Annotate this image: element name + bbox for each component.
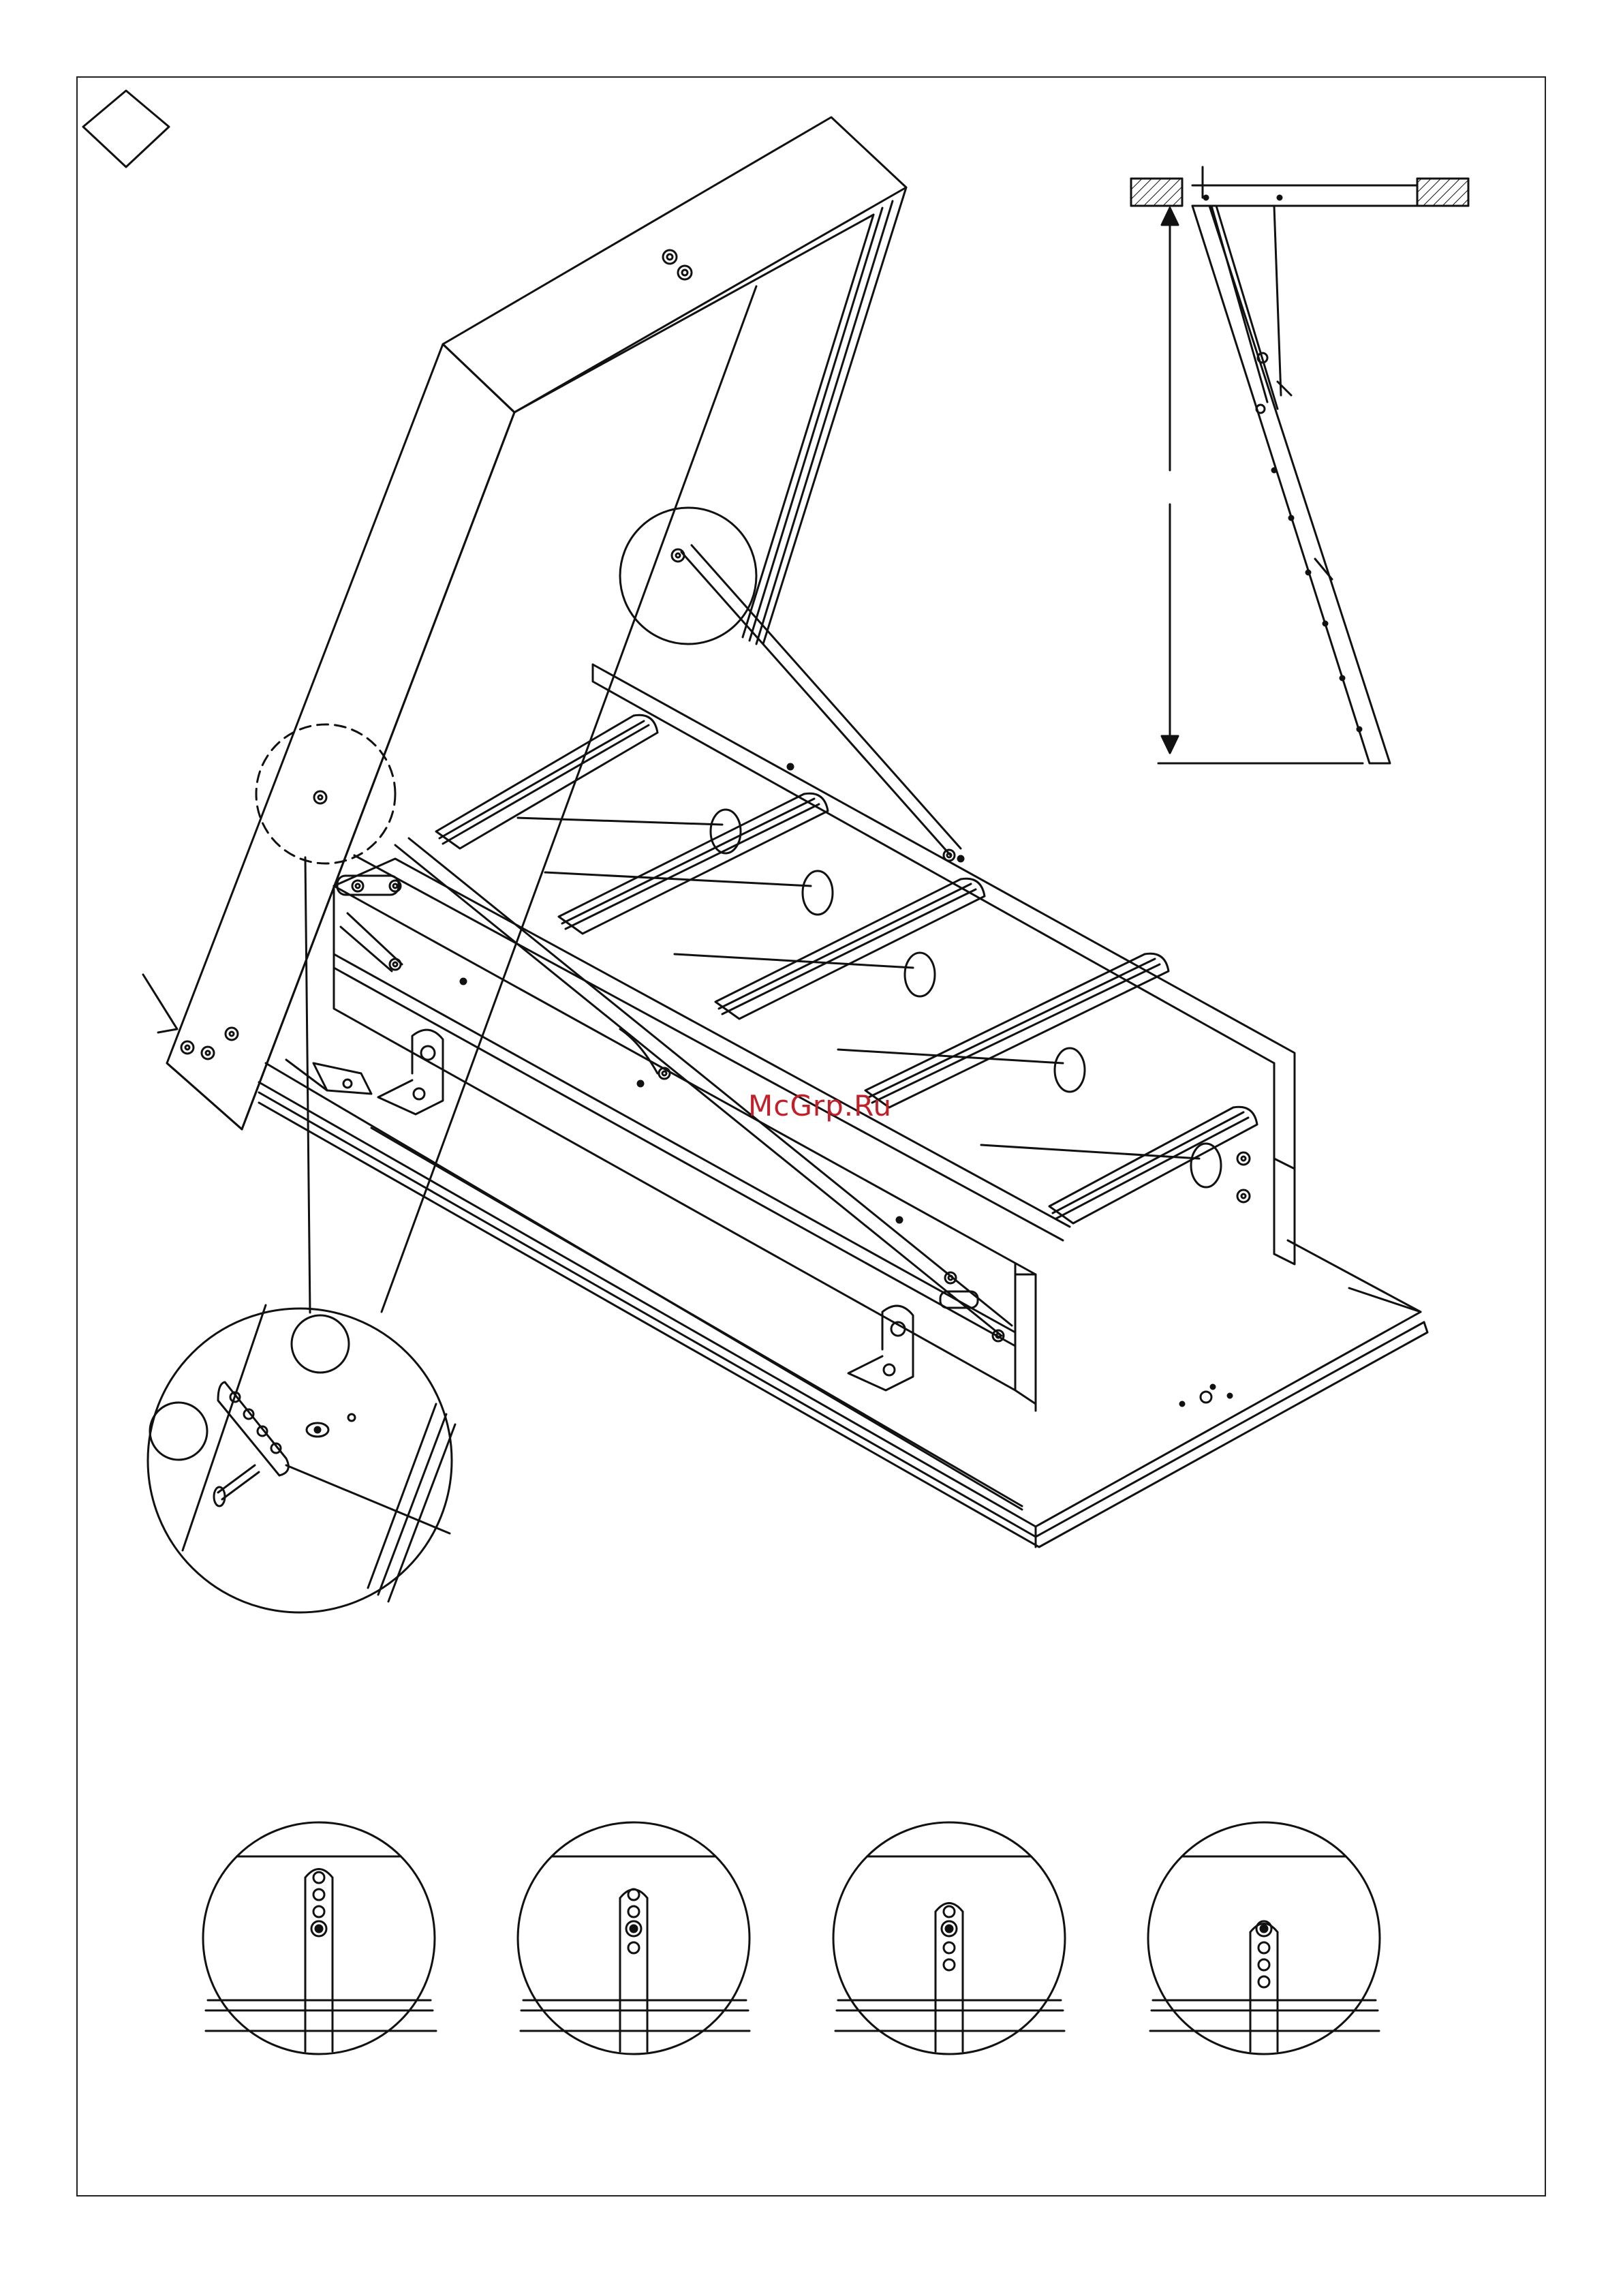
watermark: McGrp.Ru: [748, 1089, 892, 1122]
adjust-position-2: [518, 1822, 749, 2054]
hinge-detail-circle: [148, 286, 756, 1612]
diamond-step-icon: [83, 91, 169, 167]
ladder-stringers: [334, 664, 1295, 1411]
side-elevation: [1131, 167, 1468, 763]
base-frame: [259, 1063, 1427, 1547]
angle-brackets: [313, 1030, 913, 1390]
detail-marker-solid: [620, 508, 756, 644]
adjust-position-4: [1148, 1822, 1380, 2054]
ladder-treads: [436, 715, 1257, 1223]
adjust-position-3: [833, 1822, 1065, 2054]
linkage-arms: [143, 545, 1012, 1341]
adjust-position-1: [203, 1822, 436, 2054]
